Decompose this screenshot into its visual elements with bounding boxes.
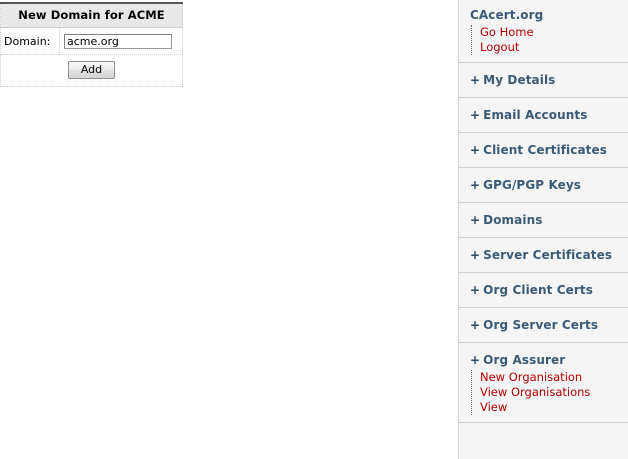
new-domain-form: New Domain for ACME Domain: Add (0, 2, 183, 87)
sidebar-link-new-organisation[interactable]: New Organisation (480, 370, 583, 384)
sidebar-section-site: CAcert.org Go Home Logout (459, 0, 628, 63)
sidebar-heading-org-client-certs: +Org Client Certs (470, 282, 628, 298)
expand-plus-icon: + (470, 73, 481, 87)
sidebar-section-my-details[interactable]: +My Details (459, 63, 628, 98)
form-title: New Domain for ACME (0, 2, 183, 28)
form-submit-row: Add (0, 54, 183, 87)
form-title-row: New Domain for ACME (0, 2, 183, 28)
sidebar-label-domains: Domains (483, 213, 543, 227)
sidebar-section-org-assurer[interactable]: +Org Assurer New Organisation View Organ… (459, 343, 628, 423)
sidebar-heading-org-server-certs: +Org Server Certs (470, 317, 628, 333)
expand-plus-icon: + (470, 318, 481, 332)
sidebar-label-gpg-pgp-keys: GPG/PGP Keys (483, 178, 582, 192)
domain-label: Domain: (0, 27, 60, 55)
domain-input[interactable] (64, 33, 172, 49)
expand-plus-icon: + (470, 213, 481, 227)
submit-cell: Add (0, 54, 183, 87)
sidebar-link-view-organisations[interactable]: View Organisations (480, 385, 591, 399)
site-title: CAcert.org (470, 8, 544, 22)
sidebar-heading-domains: +Domains (470, 212, 628, 228)
sidebar-section-domains[interactable]: +Domains (459, 203, 628, 238)
site-links: Go Home Logout (471, 25, 628, 55)
expand-plus-icon: + (470, 283, 481, 297)
expand-plus-icon: + (470, 108, 481, 122)
sidebar-label-server-certificates: Server Certificates (483, 248, 613, 262)
sidebar-link-view[interactable]: View (480, 400, 508, 414)
add-button[interactable]: Add (67, 61, 116, 79)
sidebar-heading-client-certificates: +Client Certificates (470, 142, 628, 158)
sidebar-link-logout[interactable]: Logout (480, 40, 520, 54)
sidebar-heading-my-details: +My Details (470, 72, 628, 88)
sidebar-heading-org-assurer: +Org Assurer (470, 352, 628, 368)
main-content-area: New Domain for ACME Domain: Add (0, 2, 183, 87)
sidebar-label-org-server-certs: Org Server Certs (483, 318, 599, 332)
sidebar-label-my-details: My Details (483, 73, 556, 87)
sidebar-heading-email-accounts: +Email Accounts (470, 107, 628, 123)
sidebar-label-org-client-certs: Org Client Certs (483, 283, 594, 297)
expand-plus-icon: + (470, 143, 481, 157)
sidebar-section-client-certificates[interactable]: +Client Certificates (459, 133, 628, 168)
sidebar-heading-gpg-pgp-keys: +GPG/PGP Keys (470, 177, 628, 193)
sidebar-link-go-home[interactable]: Go Home (480, 25, 534, 39)
org-assurer-links: New Organisation View Organisations View (471, 370, 628, 415)
sidebar-section-email-accounts[interactable]: +Email Accounts (459, 98, 628, 133)
sidebar-section-org-client-certs[interactable]: +Org Client Certs (459, 273, 628, 308)
sidebar-heading-server-certificates: +Server Certificates (470, 247, 628, 263)
sidebar-section-org-server-certs[interactable]: +Org Server Certs (459, 308, 628, 343)
sidebar-label-client-certificates: Client Certificates (483, 143, 607, 157)
expand-plus-icon: + (470, 353, 481, 367)
sidebar-section-gpg-pgp-keys[interactable]: +GPG/PGP Keys (459, 168, 628, 203)
sidebar-label-org-assurer: Org Assurer (483, 353, 566, 367)
right-sidebar: CAcert.org Go Home Logout +My Details +E… (458, 0, 628, 459)
expand-plus-icon: + (470, 178, 481, 192)
form-domain-row: Domain: (0, 27, 183, 55)
sidebar-section-server-certificates[interactable]: +Server Certificates (459, 238, 628, 273)
domain-input-cell (59, 27, 183, 55)
sidebar-label-email-accounts: Email Accounts (483, 108, 588, 122)
expand-plus-icon: + (470, 248, 481, 262)
